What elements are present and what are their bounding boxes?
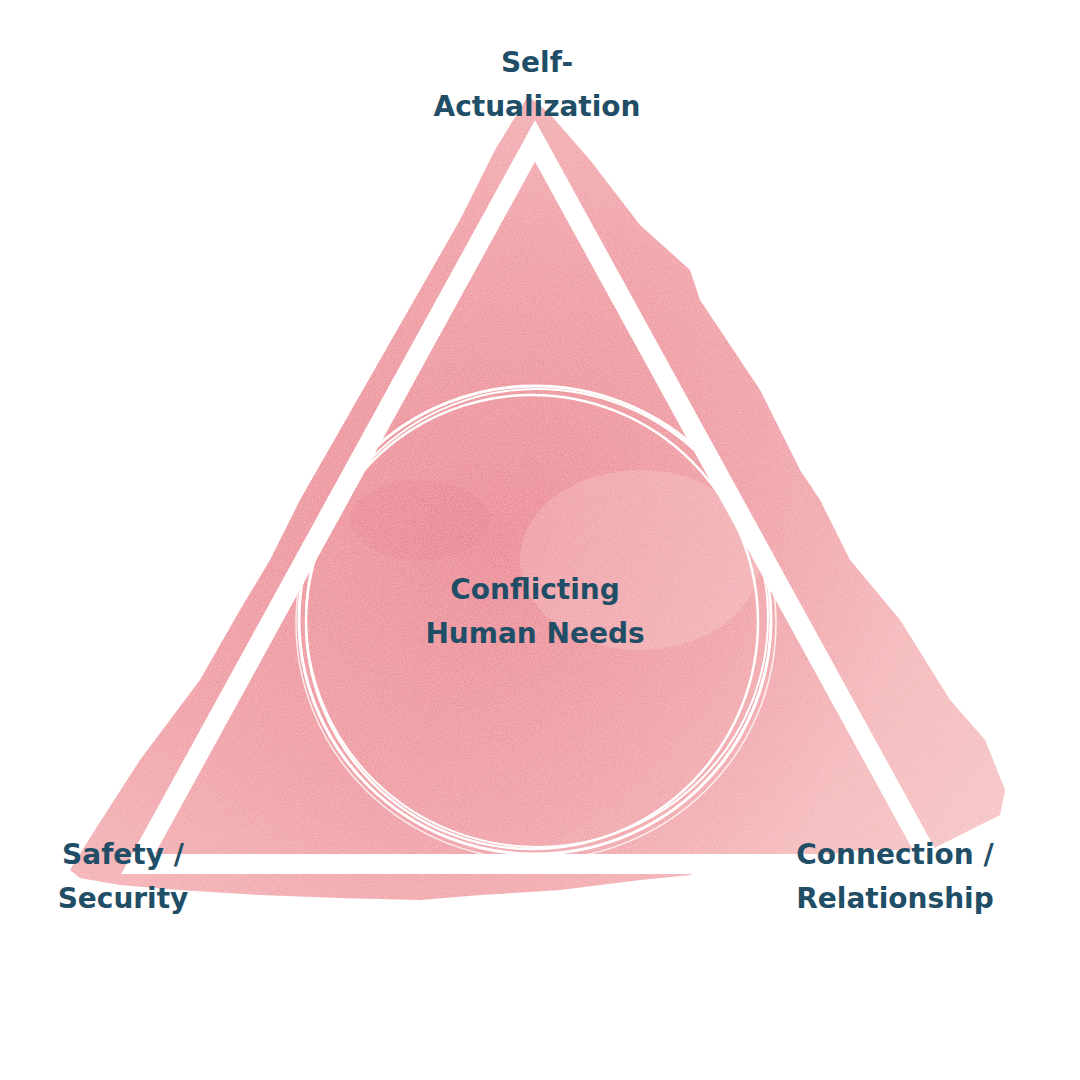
corner-label: Connection / Relationship [775,833,1015,921]
center-label: Conflicting Human Needs [405,568,665,656]
corner-label: Self- Actualization [407,41,667,129]
corner-label: Safety / Security [33,833,213,921]
center-circle: Conflicting Human Needs [290,380,780,860]
